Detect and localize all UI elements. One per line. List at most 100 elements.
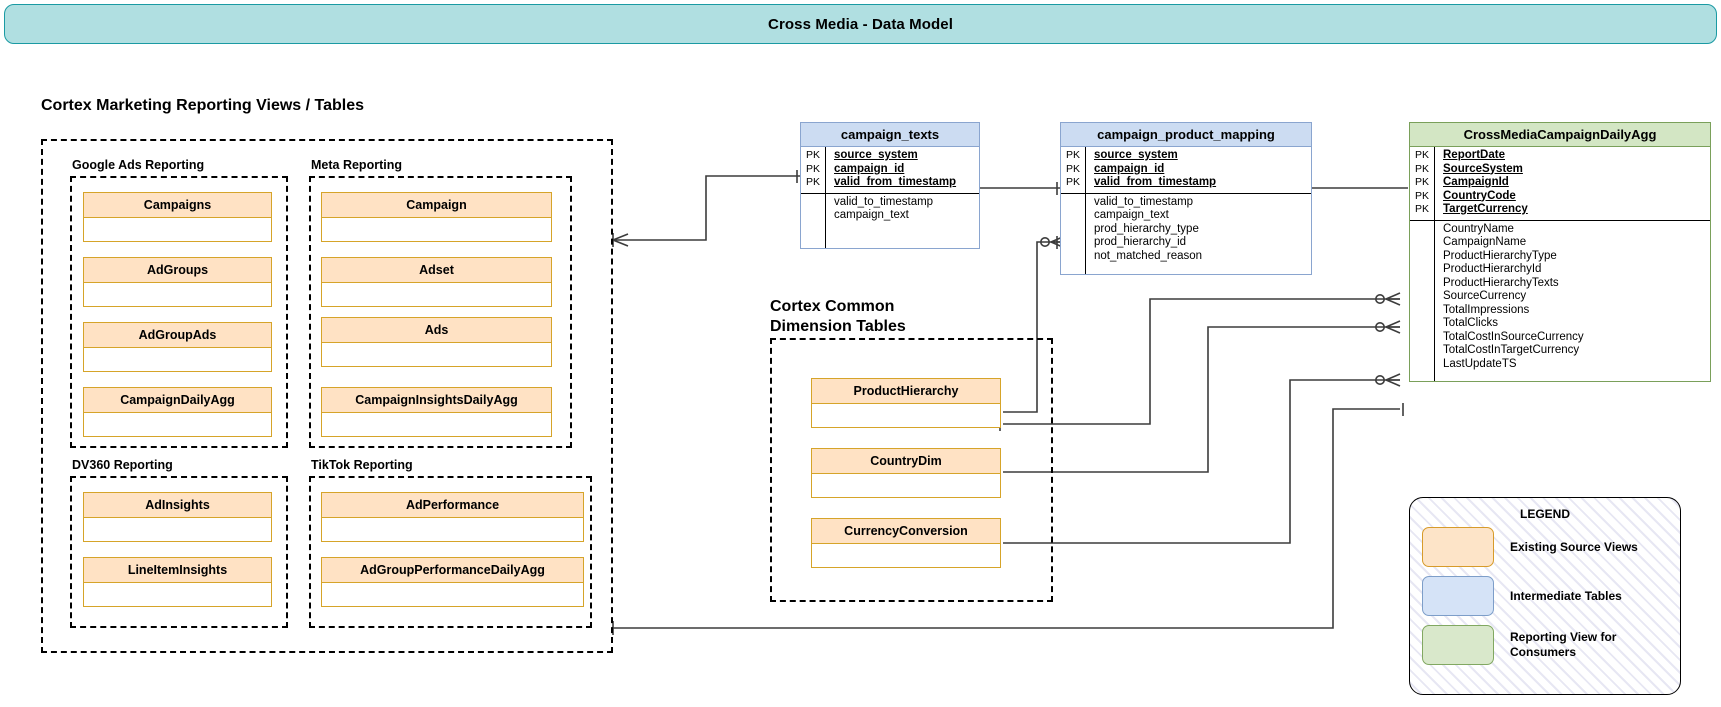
pk-marker: PK — [1414, 203, 1429, 215]
entity-body — [322, 583, 583, 606]
entity-title: Campaigns — [84, 193, 271, 218]
entity-title: AdInsights — [84, 493, 271, 518]
erd-field: source_system — [1094, 149, 1178, 161]
pk-marker: PK — [805, 149, 820, 161]
erd-key-column: PK PK PK — [1061, 147, 1086, 193]
group-label-meta: Meta Reporting — [311, 158, 402, 172]
entity-body — [84, 218, 271, 241]
erd-field: ReportDate — [1443, 149, 1505, 161]
erd-field: SourceSystem — [1443, 162, 1523, 175]
erd-table-campaign-product-mapping[interactable]: campaign_product_mapping PK PK PK source… — [1060, 122, 1312, 275]
erd-table-crossmediacampaigndailyagg[interactable]: CrossMediaCampaignDailyAgg PK PK PK PK P… — [1409, 122, 1711, 382]
pk-marker: PK — [1065, 149, 1080, 161]
entity-campaigns[interactable]: Campaigns — [83, 192, 272, 242]
dimension-tables-group — [770, 338, 1053, 602]
entity-adgroupads[interactable]: AdGroupAds — [83, 322, 272, 372]
entity-body — [84, 413, 271, 436]
erd-pk-section: PK PK PK source_system campaign_id valid… — [1061, 147, 1311, 194]
erd-field: not_matched_reason — [1094, 249, 1203, 262]
pk-marker: PK — [1414, 149, 1429, 161]
reporting-section-heading: Cortex Marketing Reporting Views / Table… — [41, 97, 365, 114]
erd-field: valid_from_timestamp — [1094, 176, 1217, 188]
pk-marker: PK — [1065, 162, 1080, 175]
erd-key-column: PK PK PK PK PK — [1410, 147, 1435, 220]
dimension-section-heading: Cortex Common Dimension Tables — [770, 298, 906, 335]
erd-field: TotalCostInSourceCurrency — [1443, 330, 1584, 343]
entity-title: CampaignInsightsDailyAgg — [322, 388, 551, 413]
legend-title: LEGEND — [1519, 507, 1570, 521]
entity-body — [812, 544, 1000, 567]
legend-item-intermediate-tables: Intermediate Tables — [1422, 576, 1680, 616]
erd-table-title: CrossMediaCampaignDailyAgg — [1410, 123, 1710, 147]
erd-field: TotalCostInTargetCurrency — [1443, 344, 1580, 356]
entity-body — [84, 348, 271, 371]
entity-body — [812, 474, 1000, 497]
entity-title: Ads — [322, 318, 551, 343]
erd-key-column — [1061, 193, 1086, 274]
legend-label: Existing Source Views — [1510, 539, 1638, 554]
legend-item-reporting-view: Reporting View for Consumers — [1422, 625, 1680, 665]
erd-field-column: source_system campaign_id valid_from_tim… — [1086, 147, 1311, 193]
entity-adinsights[interactable]: AdInsights — [83, 492, 272, 542]
erd-field: ProductHierarchyTexts — [1443, 276, 1559, 289]
reporting-views-group — [41, 139, 613, 653]
erd-field: TotalImpressions — [1443, 303, 1530, 316]
erd-key-column: PK PK PK — [801, 147, 826, 193]
erd-field: CampaignName — [1443, 236, 1527, 248]
erd-field: CountryCode — [1443, 189, 1516, 202]
erd-field: prod_hierarchy_id — [1094, 236, 1187, 248]
entity-adgroups[interactable]: AdGroups — [83, 257, 272, 307]
erd-field-column: source_system campaign_id valid_from_tim… — [826, 147, 979, 193]
erd-table-campaign-texts[interactable]: campaign_texts PK PK PK source_system ca… — [800, 122, 980, 249]
diagram-title: Cross Media - Data Model — [768, 15, 953, 33]
pk-marker: PK — [1414, 189, 1429, 202]
erd-field: LastUpdateTS — [1443, 357, 1517, 370]
diagram-title-banner: Cross Media - Data Model — [4, 4, 1717, 44]
entity-producthierarchy[interactable]: ProductHierarchy — [811, 378, 1001, 428]
entity-ads[interactable]: Ads — [321, 317, 552, 367]
erd-field: valid_to_timestamp — [834, 195, 934, 208]
erd-field: TargetCurrency — [1443, 203, 1528, 215]
erd-field: CountryName — [1443, 222, 1514, 235]
entity-title: AdGroups — [84, 258, 271, 283]
erd-field: campaign_id — [834, 162, 905, 175]
entity-adperformance[interactable]: AdPerformance — [321, 492, 584, 542]
entity-campaigndailyagg[interactable]: CampaignDailyAgg — [83, 387, 272, 437]
entity-adgroupperformancedailyagg[interactable]: AdGroupPerformanceDailyAgg — [321, 557, 584, 607]
entity-campaigninsightsdailyagg[interactable]: CampaignInsightsDailyAgg — [321, 387, 552, 437]
entity-body — [84, 518, 271, 541]
pk-marker: PK — [1414, 176, 1429, 188]
erd-field-column: valid_to_timestamp campaign_text — [826, 194, 979, 248]
erd-pk-section: PK PK PK source_system campaign_id valid… — [801, 147, 979, 194]
erd-table-title: campaign_texts — [801, 123, 979, 147]
legend-panel: LEGEND Existing Source Views Intermediat… — [1409, 497, 1681, 695]
group-box-google-ads — [70, 176, 288, 448]
entity-title: AdPerformance — [322, 493, 583, 518]
entity-currencyconversion[interactable]: CurrencyConversion — [811, 518, 1001, 568]
erd-attribute-section: valid_to_timestamp campaign_text prod_hi… — [1061, 193, 1311, 274]
entity-body — [84, 283, 271, 306]
erd-attribute-section: CountryName CampaignName ProductHierarch… — [1410, 220, 1710, 381]
entity-body — [84, 583, 271, 606]
erd-field: SourceCurrency — [1443, 290, 1527, 302]
group-box-dv360 — [70, 476, 288, 628]
erd-field: ProductHierarchyType — [1443, 249, 1557, 262]
erd-field: source_system — [834, 149, 918, 161]
group-label-dv360: DV360 Reporting — [72, 458, 173, 472]
erd-attribute-section: valid_to_timestamp campaign_text — [801, 193, 979, 248]
pk-marker: PK — [1065, 176, 1080, 188]
legend-swatch-blue — [1422, 576, 1494, 616]
entity-adset[interactable]: Adset — [321, 257, 552, 307]
legend-label: Reporting View for Consumers — [1510, 630, 1617, 659]
erd-field: campaign_text — [1094, 209, 1169, 221]
entity-campaign[interactable]: Campaign — [321, 192, 552, 242]
entity-body — [322, 218, 551, 241]
erd-field: valid_from_timestamp — [834, 176, 957, 188]
entity-body — [322, 518, 583, 541]
erd-field: CampaignId — [1443, 176, 1509, 188]
erd-field: TotalClicks — [1443, 317, 1498, 329]
entity-countrydim[interactable]: CountryDim — [811, 448, 1001, 498]
entity-lineiteminsights[interactable]: LineItemInsights — [83, 557, 272, 607]
erd-field-column: ReportDate SourceSystem CampaignId Count… — [1435, 147, 1710, 220]
